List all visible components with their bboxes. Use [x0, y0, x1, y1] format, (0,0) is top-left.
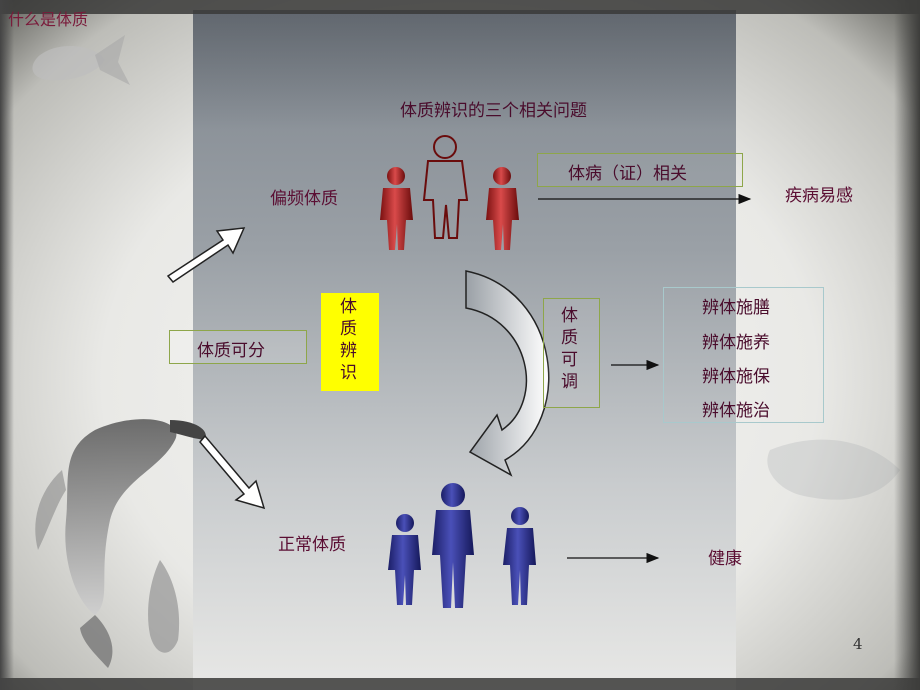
biased-constitution-label: 偏频体质 — [270, 189, 338, 209]
blue-figure-right — [503, 507, 536, 605]
identify-box — [321, 293, 379, 391]
disease-related-label: 体病（证）相关 — [568, 164, 687, 184]
adjustable-label: 体质可调 — [561, 306, 578, 392]
method-item: 辨体施治 — [702, 401, 770, 421]
healthy-label: 健康 — [708, 549, 742, 569]
method-item: 辨体施膳 — [702, 298, 770, 318]
curved-conversion-arrow — [465, 270, 550, 477]
blue-figure-center — [432, 483, 474, 608]
hollow-arrow-down — [199, 434, 266, 510]
hollow-arrow-up — [166, 227, 246, 284]
diagram-title: 体质辨识的三个相关问题 — [400, 101, 587, 121]
method-item: 辨体施养 — [702, 333, 770, 353]
blue-figure-left — [388, 514, 421, 605]
red-figure-left — [380, 167, 413, 250]
disease-related-box — [537, 153, 743, 187]
page-number: 4 — [853, 635, 863, 653]
blue-figures-group — [388, 483, 536, 608]
divisible-box — [169, 330, 307, 364]
method-item: 辨体施保 — [702, 367, 770, 387]
red-figure-right — [486, 167, 519, 250]
identify-label: 体质辨识 — [340, 297, 357, 383]
red-figure-center — [422, 135, 469, 239]
susceptible-label: 疾病易感 — [785, 186, 853, 206]
normal-constitution-label: 正常体质 — [278, 535, 346, 555]
adjustable-box — [543, 298, 600, 408]
divisible-label: 体质可分 — [197, 341, 265, 361]
methods-box — [663, 287, 824, 423]
red-figures-group — [380, 135, 519, 250]
slide-title: 什么是体质 — [8, 10, 89, 29]
